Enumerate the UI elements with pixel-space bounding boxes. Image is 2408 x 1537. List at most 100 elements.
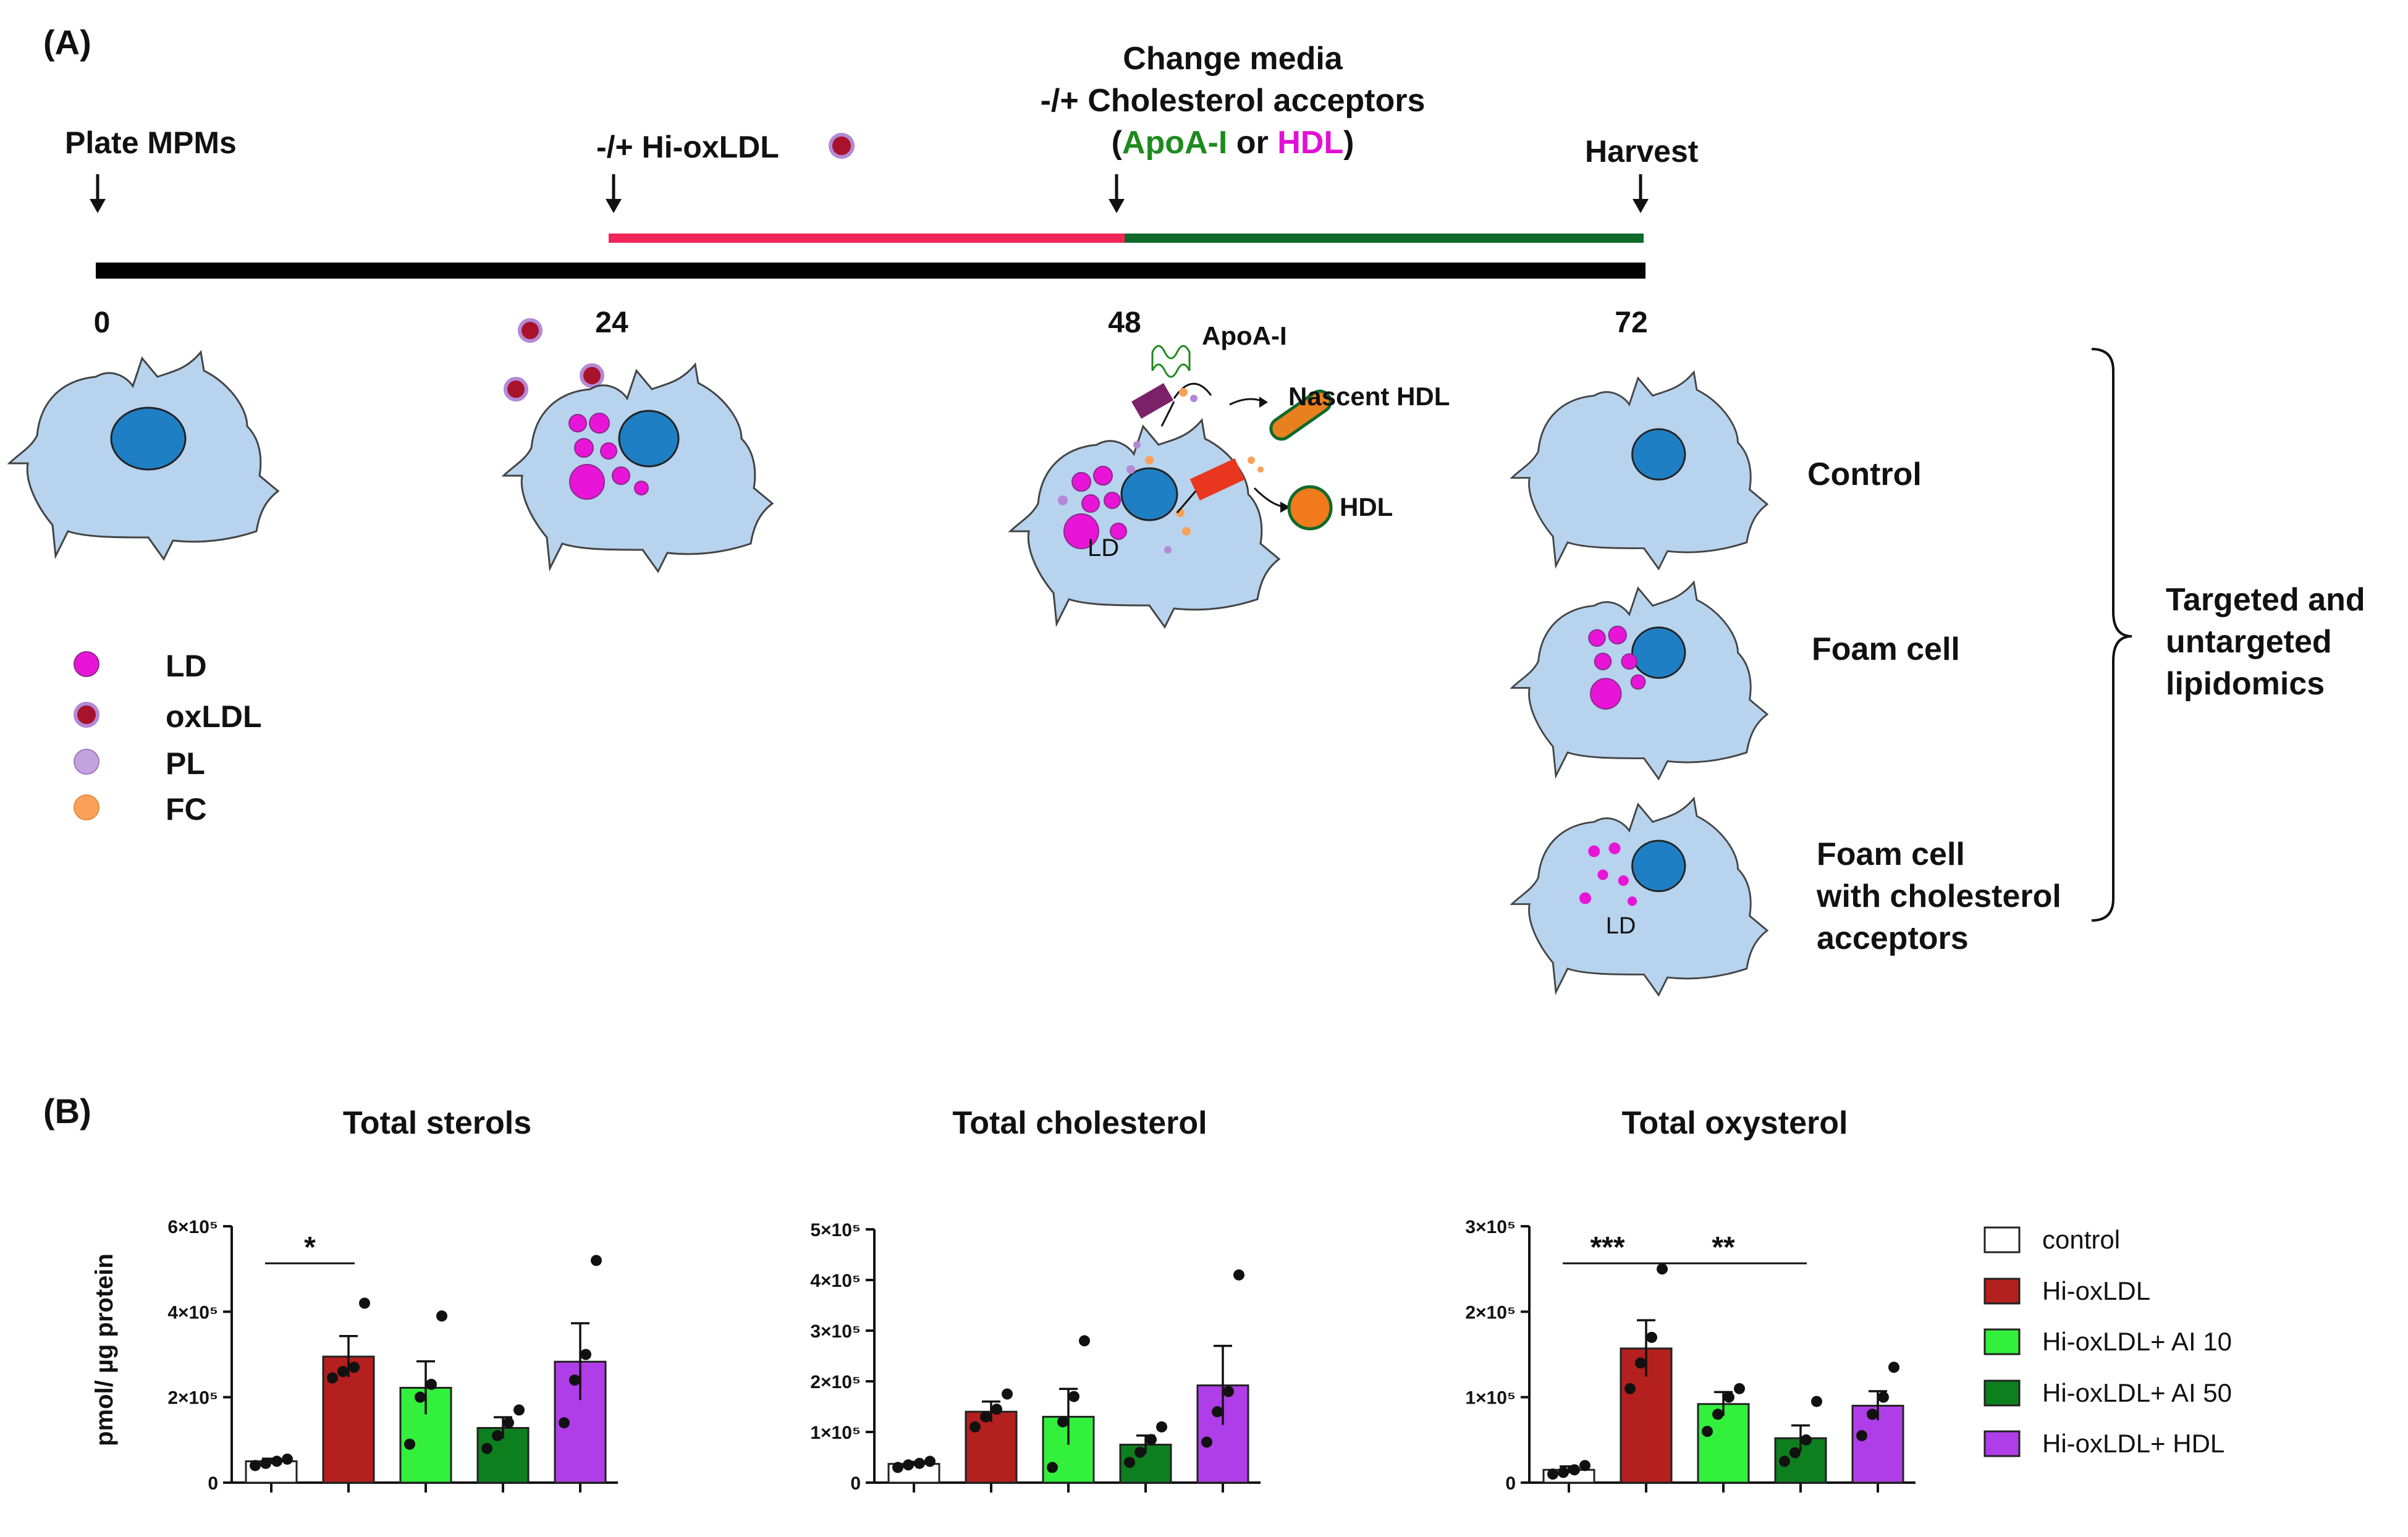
data-point [1558, 1467, 1569, 1478]
data-point [1779, 1455, 1790, 1467]
legend-fc-label: FC [166, 792, 207, 827]
panel-a-legend: LD oxLDL PL FC [74, 649, 262, 827]
panel-b-legend: control Hi-oxLDL Hi-oxLDL+ AI 10 Hi-oxLD… [1983, 1225, 2232, 1458]
y-tick-label: 0 [208, 1473, 218, 1494]
chart-title: Total cholesterol [952, 1105, 1207, 1141]
efflux-nascent-hdl-label: Nascent HDL [1288, 382, 1450, 411]
y-tick-label: 1×10⁵ [1465, 1388, 1516, 1409]
data-point [1579, 1460, 1591, 1472]
data-point [513, 1404, 525, 1416]
timepoint-0: 0 [94, 306, 111, 339]
data-point [503, 1417, 514, 1429]
cell-acceptor-ld-label: LD [1606, 913, 1636, 939]
chart-title: Total sterols [343, 1105, 531, 1141]
data-point [404, 1438, 415, 1450]
macrophage-cell-24h [502, 318, 774, 573]
panel-a-label: (A) [43, 23, 91, 62]
lipidomics-bracket [2091, 348, 2132, 922]
legend-oxldl-label: oxLDL [166, 699, 262, 734]
data-point [1856, 1430, 1867, 1441]
event-harvest-label: Harvest [1585, 134, 1699, 169]
legend-control-label: control [2042, 1225, 2120, 1254]
y-tick-label: 2×10⁵ [810, 1372, 861, 1392]
timepoint-48: 48 [1108, 306, 1141, 339]
data-point [924, 1455, 936, 1467]
chart-title: Total oxysterol [1621, 1105, 1848, 1141]
data-point [1079, 1335, 1090, 1347]
macrophage-cell-48h: LD ApoA-I Nascent HDL HDL [1009, 321, 1450, 628]
significance-label: ** [1712, 1231, 1735, 1264]
data-point [349, 1362, 360, 1373]
event-arrows [90, 174, 1649, 213]
acceptor-or-text: or [1227, 125, 1277, 161]
data-point [1201, 1436, 1212, 1448]
data-point [1878, 1391, 1889, 1403]
y-tick-label: 0 [850, 1473, 861, 1494]
timeline-bar [96, 263, 1645, 279]
data-point [580, 1349, 591, 1360]
data-point [1702, 1426, 1713, 1437]
y-tick-label: 1×10⁵ [810, 1423, 861, 1443]
acceptor-paren-close: ) [1343, 125, 1354, 161]
data-point [426, 1378, 437, 1390]
data-point [903, 1459, 914, 1471]
legend-pl-label: PL [166, 746, 205, 781]
outcome-foam-label: Foam cell [1812, 631, 1960, 667]
data-point [1811, 1396, 1822, 1407]
y-tick-label: 3×10⁵ [1465, 1217, 1516, 1237]
bracket-label-1: Targeted and [2166, 582, 2365, 618]
data-point [1146, 1434, 1157, 1446]
data-point [892, 1462, 903, 1473]
data-point [1867, 1409, 1878, 1420]
data-point [559, 1417, 570, 1429]
data-point [1734, 1383, 1745, 1394]
data-point [337, 1366, 349, 1378]
outcome-acceptor-label-1: Foam cell [1817, 836, 1965, 872]
acceptor-hdl-text: HDL [1277, 125, 1343, 161]
data-point [1233, 1269, 1244, 1281]
legend-fc-swatch [74, 794, 99, 820]
legend-pl-swatch [74, 749, 99, 775]
event-acceptors-label: -/+ Cholesterol acceptors [1041, 83, 1426, 119]
data-point [980, 1411, 991, 1423]
panel-a: (A) Plate MPMs -/+ Hi-oxLDL Change media… [8, 23, 2365, 996]
data-point [481, 1442, 492, 1454]
chart-total-cholesterol: Total cholesterol 0 1×10⁵ 2×10⁵ 3×10⁵ 4×10⁵ 5×… [810, 1105, 1261, 1494]
data-point [1002, 1388, 1013, 1400]
y-tick-label: 3×10⁵ [810, 1321, 861, 1342]
data-point [914, 1457, 925, 1469]
legend-al50-label: Hi-oxLDL+ AI 50 [2042, 1378, 2232, 1407]
significance-label: * [304, 1231, 316, 1264]
data-point [970, 1421, 981, 1433]
data-point [1547, 1468, 1558, 1480]
cell-foam-with-acceptors: LD [1511, 798, 1768, 996]
data-point [991, 1404, 1002, 1415]
timepoint-72: 72 [1615, 306, 1647, 339]
acceptor-phase-bar [1125, 234, 1644, 243]
data-point [250, 1460, 261, 1472]
data-point [282, 1453, 293, 1465]
acceptor-paren-open: ( [1112, 125, 1123, 161]
cell-48h-ld-label: LD [1088, 534, 1119, 562]
legend-hi-oxldl-label: Hi-oxLDL [2042, 1276, 2150, 1305]
data-point [1801, 1434, 1812, 1446]
legend-hi-oxldl-swatch [1983, 1278, 2021, 1305]
y-tick-label: 5×10⁵ [810, 1220, 861, 1240]
data-point [359, 1297, 370, 1309]
y-axis-label: pmol/ µg protein [91, 1253, 118, 1446]
y-tick-label: 6×10⁵ [167, 1217, 218, 1237]
data-point [1888, 1362, 1899, 1373]
data-point [1789, 1447, 1801, 1459]
y-tick-label: 4×10⁵ [810, 1271, 861, 1291]
significance-label: *** [1590, 1231, 1624, 1264]
data-point [415, 1391, 426, 1403]
event-hi-oxldl-label: -/+ Hi-oxLDL [596, 130, 779, 164]
y-tick-label: 2×10⁵ [1465, 1302, 1516, 1323]
legend-ld-swatch [74, 651, 99, 677]
data-point [260, 1457, 271, 1469]
data-point [1646, 1331, 1657, 1343]
acceptor-apoa-text: ApoA-I [1122, 125, 1227, 161]
